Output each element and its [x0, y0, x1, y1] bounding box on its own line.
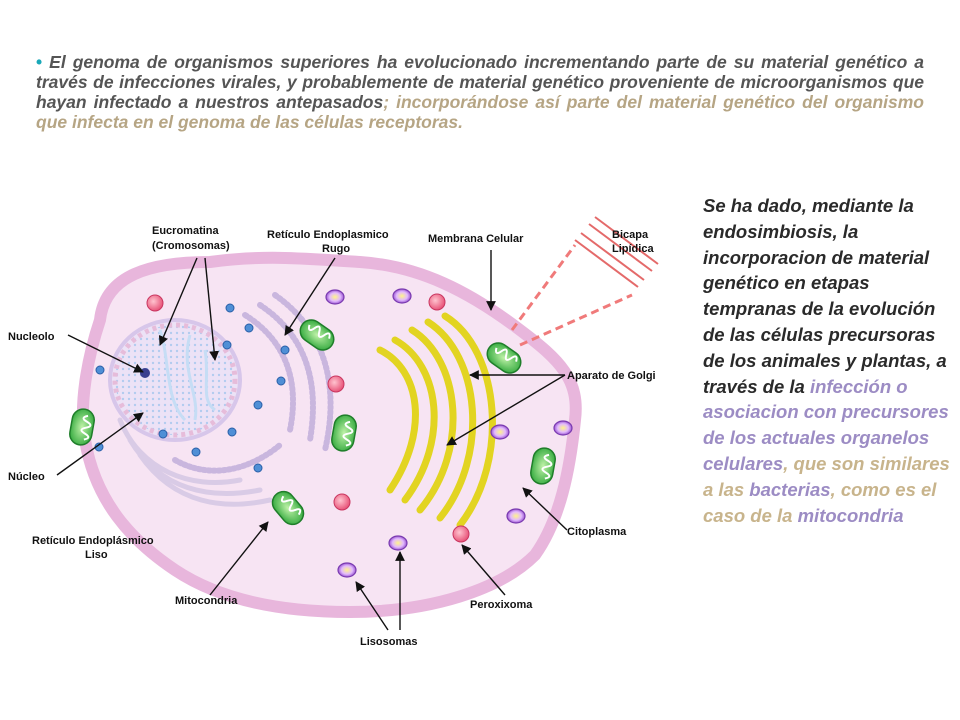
side-text-2: infección o asociacion con precursores d… [703, 375, 949, 474]
label-bicapa-1: Bicapa [612, 229, 649, 241]
label-arrows [56, 250, 568, 631]
peroxisome [146, 294, 164, 312]
lysosome [506, 508, 526, 524]
side-text-6: mitocondria [797, 504, 904, 526]
lysosome [337, 562, 357, 578]
lipid-bilayer-inset [510, 216, 659, 347]
label-nucleolo: Nucleolo [8, 331, 55, 343]
label-cromosomas: (Cromosomas) [152, 240, 230, 252]
nucleus [108, 318, 242, 442]
label-bicapa-2: Lipídica [612, 243, 654, 255]
side-text-3: , que son similares a las [703, 452, 950, 500]
intro-text-main: El genoma de organismos superiores ha ev… [36, 52, 924, 112]
rough-er [172, 292, 334, 474]
intro-text-highlight: ; incorporándose así parte del material … [36, 92, 924, 132]
lysosome [490, 424, 510, 440]
label-peroxixoma: Peroxixoma [470, 599, 533, 611]
label-rer-1: Retículo Endoplasmico [267, 229, 389, 241]
side-paragraph: Se ha dado, mediante la endosimbiosis, l… [703, 193, 953, 528]
lysosome [325, 289, 345, 305]
side-text-4: bacterias [749, 478, 831, 500]
label-citoplasma: Citoplasma [567, 526, 627, 538]
label-membrana: Membrana Celular [428, 233, 524, 245]
label-nucleo: Núcleo [8, 471, 45, 483]
peroxisome [428, 293, 446, 311]
intro-paragraph: • El genoma de organismos superiores ha … [36, 52, 924, 132]
label-golgi: Aparato de Golgi [567, 370, 656, 382]
label-sel-2: Liso [85, 549, 108, 561]
label-rer-2: Rugo [322, 243, 350, 255]
bullet-marker: • [36, 52, 43, 72]
label-sel-1: Retículo Endoplásmico [32, 535, 154, 547]
lysosome [392, 288, 412, 304]
side-text-5: , como es el caso de la [703, 478, 937, 526]
side-text-1: Se ha dado, mediante la endosimbiosis, l… [703, 195, 947, 397]
lysosome [553, 420, 573, 436]
nucleolus [140, 368, 150, 378]
lysosome [388, 535, 408, 551]
label-eucromatina: Eucromatina [152, 225, 220, 237]
label-lisosomas: Lisosomas [360, 636, 417, 648]
golgi-apparatus [376, 312, 496, 529]
smooth-er [117, 417, 273, 507]
peroxisome [452, 525, 470, 543]
label-mitocondria: Mitocondria [175, 595, 238, 607]
peroxisome [327, 375, 345, 393]
peroxisome [333, 493, 351, 511]
